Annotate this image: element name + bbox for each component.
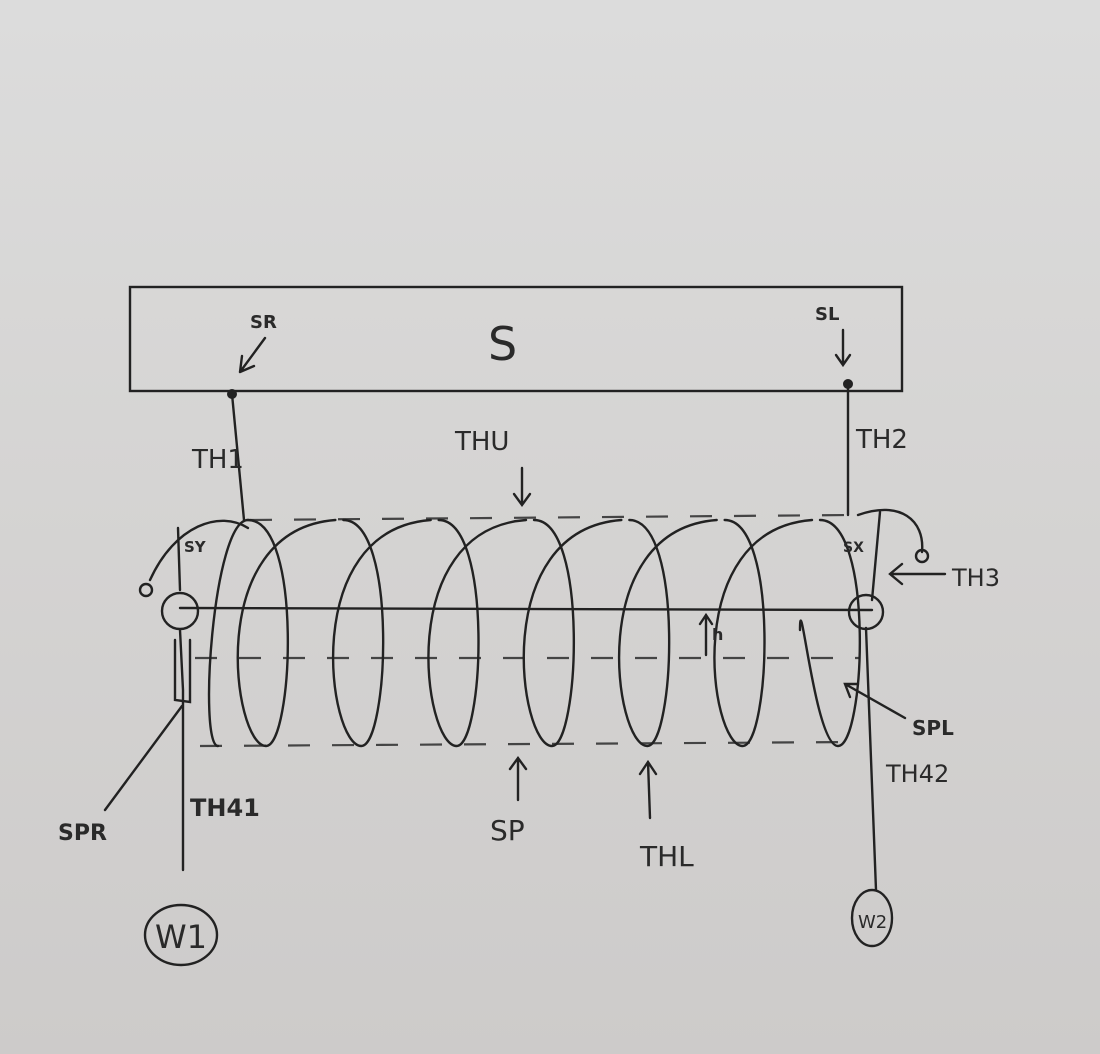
sl-arrow-icon bbox=[834, 328, 852, 368]
coil-start bbox=[207, 518, 250, 748]
lower-dashed-line bbox=[199, 740, 861, 748]
left-spring-end bbox=[173, 638, 192, 704]
support-label: S bbox=[488, 317, 517, 371]
th2-label: TH2 bbox=[855, 425, 908, 455]
spring-coil bbox=[207, 518, 861, 748]
coil-turn bbox=[713, 518, 814, 748]
sp-arrow-icon bbox=[508, 755, 528, 802]
sx-hook bbox=[856, 508, 924, 554]
support-bar bbox=[128, 285, 904, 393]
spl-label: SPL bbox=[912, 716, 954, 740]
upper-dashed-line bbox=[249, 513, 851, 522]
coil-turn bbox=[798, 518, 861, 748]
h-arrow-icon bbox=[698, 612, 714, 657]
thread-1-line bbox=[230, 392, 246, 522]
thread-42-line bbox=[864, 510, 882, 892]
axis-rod bbox=[178, 606, 874, 612]
w2-label: W2 bbox=[858, 912, 887, 933]
right-pivot bbox=[847, 593, 885, 631]
thread-41-line bbox=[176, 526, 185, 872]
th3-label: TH3 bbox=[951, 564, 1000, 592]
spl-pointer bbox=[843, 682, 907, 720]
coil-turn bbox=[331, 518, 432, 748]
w1-label: W1 bbox=[155, 918, 207, 956]
sx-label: SX bbox=[843, 540, 864, 556]
sx-hook-end bbox=[914, 548, 930, 564]
sy-hook bbox=[148, 519, 250, 582]
sl-label: SL bbox=[815, 304, 839, 325]
spr-label: SPR bbox=[58, 821, 107, 846]
th1-label: TH1 bbox=[191, 445, 244, 475]
th3-arrow-icon bbox=[888, 562, 947, 586]
thl-label: THL bbox=[639, 840, 694, 873]
left-pivot bbox=[160, 591, 200, 631]
th41-label: TH41 bbox=[190, 794, 260, 822]
spr-pointer bbox=[103, 704, 184, 812]
coil-turn bbox=[522, 518, 623, 748]
sp-label: SP bbox=[490, 814, 525, 847]
coil-turn bbox=[236, 518, 337, 748]
thu-label: THU bbox=[454, 427, 509, 457]
coil-turn bbox=[617, 518, 718, 748]
sy-hook-end bbox=[138, 582, 154, 598]
sr-arrow-icon bbox=[238, 336, 267, 374]
weight-1 bbox=[143, 903, 219, 967]
sy-label: SY bbox=[184, 538, 207, 556]
thl-arrow-icon bbox=[638, 759, 658, 820]
h-label: h bbox=[712, 625, 723, 644]
th42-label: TH42 bbox=[885, 760, 949, 788]
weight-2 bbox=[850, 888, 894, 948]
thu-arrow-icon bbox=[512, 466, 532, 508]
coil-turn bbox=[427, 518, 528, 748]
sr-label: SR bbox=[250, 312, 277, 333]
